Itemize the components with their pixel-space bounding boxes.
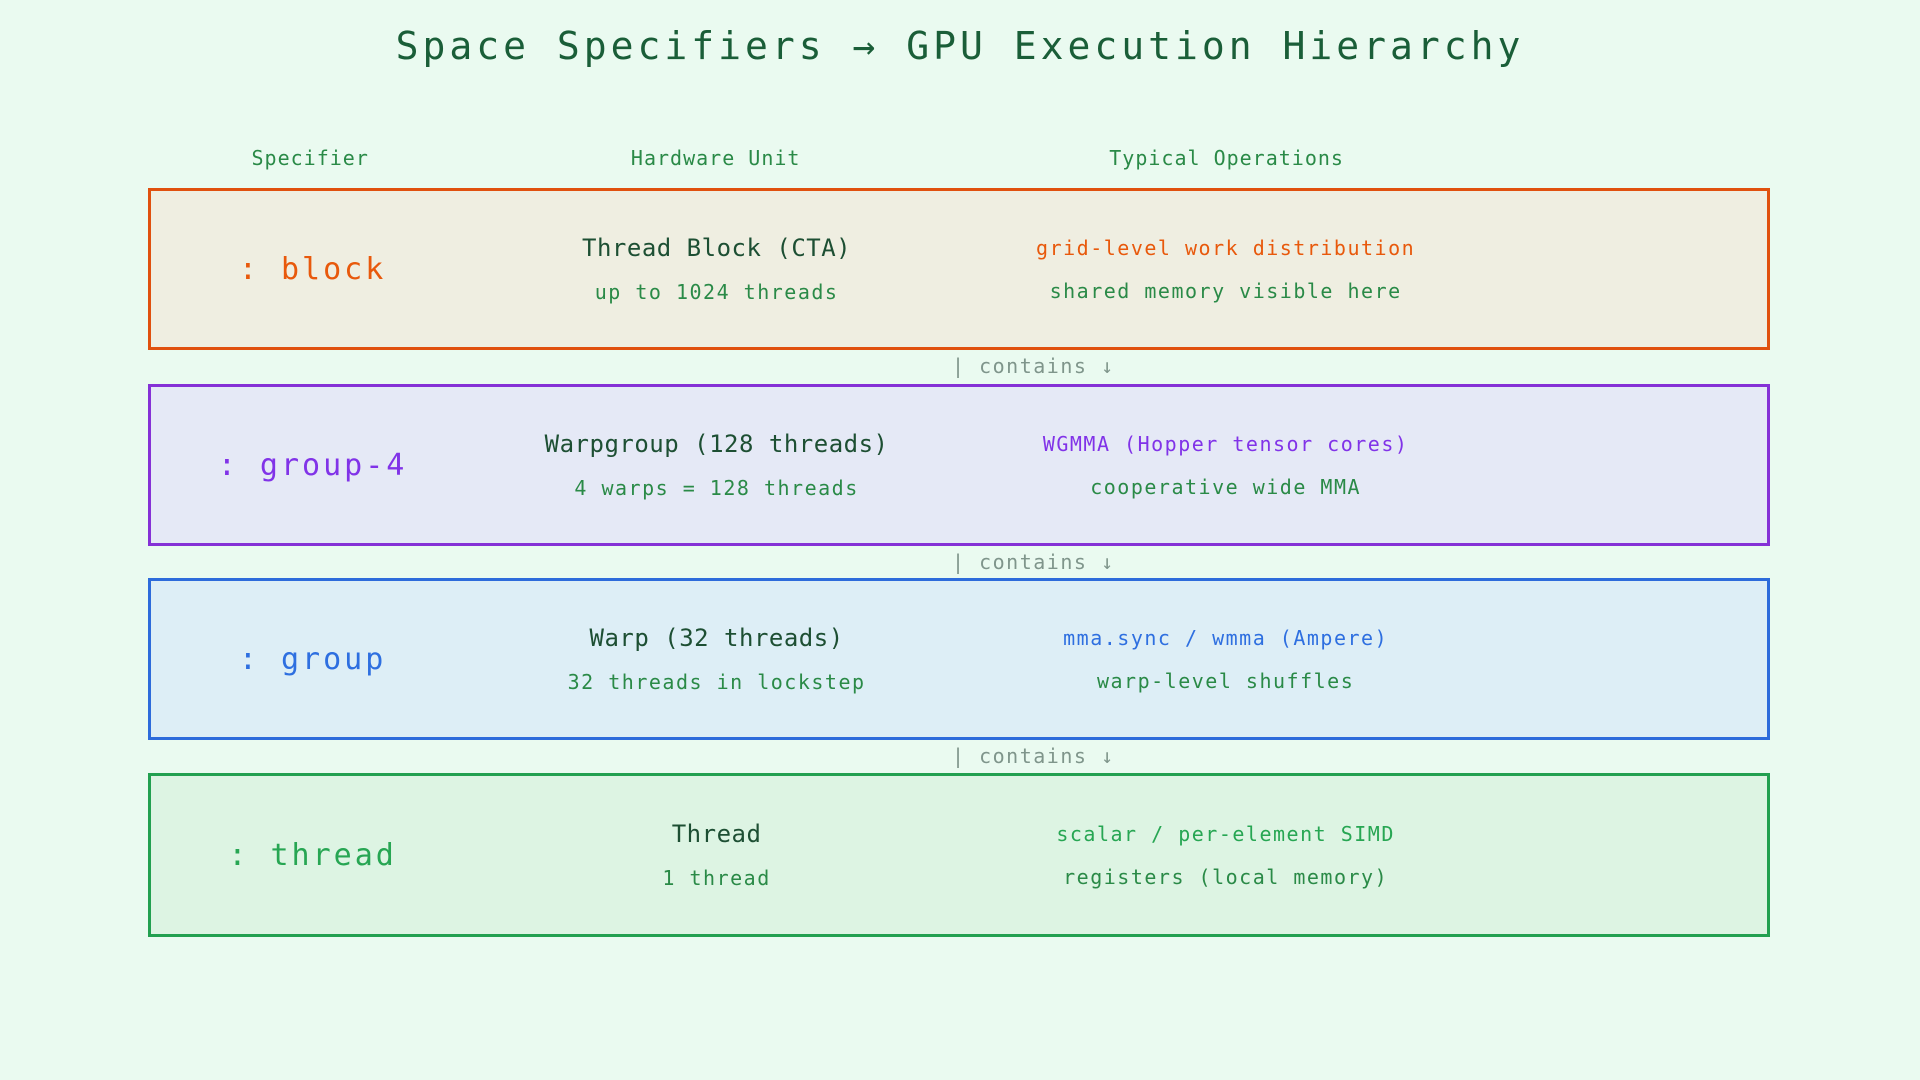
hardware-unit-name: Thread xyxy=(671,820,762,848)
contains-label: | contains ↓ xyxy=(952,550,1115,574)
operation-primary: grid-level work distribution xyxy=(1036,235,1416,260)
typical-operations-cell: WGMMA (Hopper tensor cores) cooperative … xyxy=(959,432,1492,499)
column-header-spacer xyxy=(1494,146,1770,170)
column-headers: Specifier Hardware Unit Typical Operatio… xyxy=(148,146,1770,170)
column-header-hardware-unit: Hardware Unit xyxy=(630,146,801,170)
hierarchy-box-group-4: : group-4 Warpgroup (128 threads) 4 warp… xyxy=(148,384,1770,546)
specifier-label: : block xyxy=(238,251,387,287)
hardware-unit-detail: up to 1024 threads xyxy=(594,280,839,304)
typical-operations-cell: mma.sync / wmma (Ampere) warp-level shuf… xyxy=(959,626,1492,693)
contains-connector: | contains ↓ xyxy=(0,550,1920,576)
operation-secondary: registers (local memory) xyxy=(1063,864,1389,889)
hierarchy-box-block: : block Thread Block (CTA) up to 1024 th… xyxy=(148,188,1770,350)
hardware-unit-detail: 1 thread xyxy=(662,866,771,890)
contains-label: | contains ↓ xyxy=(952,354,1115,378)
contains-connector: | contains ↓ xyxy=(0,744,1920,770)
operation-primary: WGMMA (Hopper tensor cores) xyxy=(1042,431,1409,456)
typical-operations-cell: grid-level work distribution shared memo… xyxy=(959,236,1492,303)
hardware-unit-detail: 32 threads in lockstep xyxy=(567,670,866,694)
contains-label: | contains ↓ xyxy=(952,744,1115,768)
operation-primary: mma.sync / wmma (Ampere) xyxy=(1063,625,1389,650)
operation-secondary: cooperative wide MMA xyxy=(1090,474,1362,499)
specifier-label: : thread xyxy=(228,837,397,873)
diagram-title: Space Specifiers → GPU Execution Hierarc… xyxy=(395,24,1525,68)
specifier-label: : group-4 xyxy=(217,447,408,483)
hardware-unit-detail: 4 warps = 128 threads xyxy=(574,476,859,500)
column-header-typical-operations: Typical Operations xyxy=(1109,146,1344,170)
hardware-unit-name: Warp (32 threads) xyxy=(589,624,844,652)
hardware-unit-cell: Thread 1 thread xyxy=(474,820,959,890)
typical-operations-cell: scalar / per-element SIMD registers (loc… xyxy=(959,822,1492,889)
hardware-unit-cell: Warpgroup (128 threads) 4 warps = 128 th… xyxy=(474,430,959,500)
hardware-unit-cell: Warp (32 threads) 32 threads in lockstep xyxy=(474,624,959,694)
hierarchy-box-thread: : thread Thread 1 thread scalar / per-el… xyxy=(148,773,1770,937)
operation-secondary: warp-level shuffles xyxy=(1096,668,1355,693)
specifier-label: : group xyxy=(238,641,387,677)
hardware-unit-name: Warpgroup (128 threads) xyxy=(544,430,889,458)
operation-primary: scalar / per-element SIMD xyxy=(1056,821,1395,846)
hardware-unit-cell: Thread Block (CTA) up to 1024 threads xyxy=(474,234,959,304)
contains-connector: | contains ↓ xyxy=(0,354,1920,380)
column-header-specifier: Specifier xyxy=(251,146,369,170)
hierarchy-box-group: : group Warp (32 threads) 32 threads in … xyxy=(148,578,1770,740)
hardware-unit-name: Thread Block (CTA) xyxy=(582,234,852,262)
operation-secondary: shared memory visible here xyxy=(1049,278,1402,303)
